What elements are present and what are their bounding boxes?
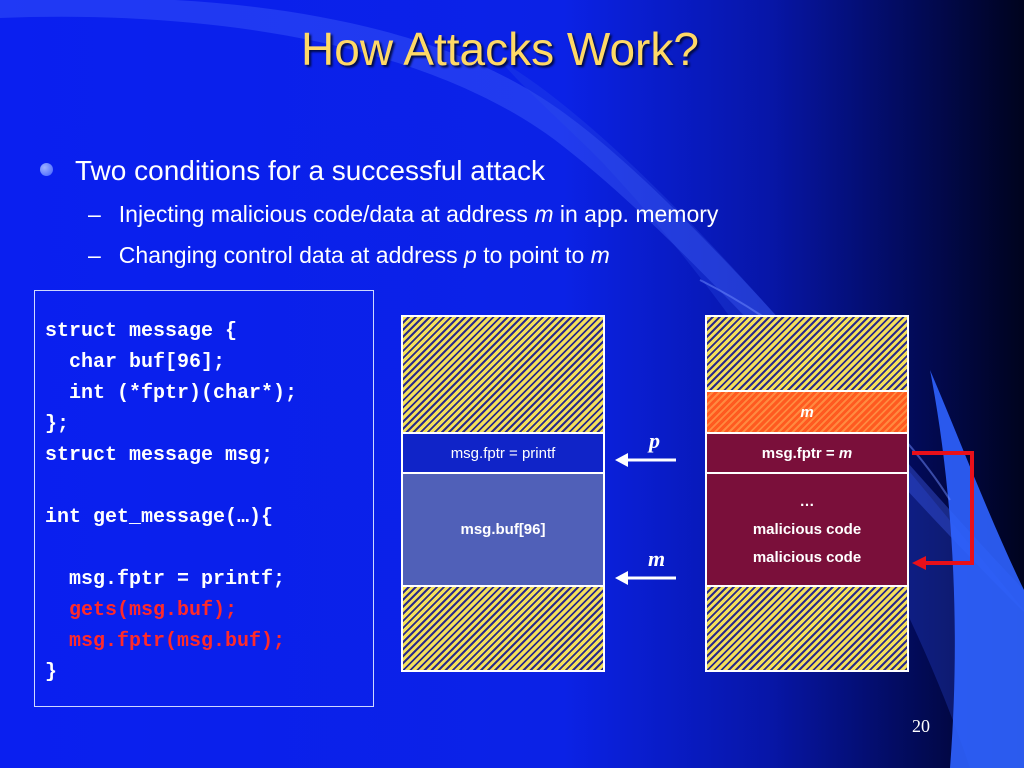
- fptr-cell: msg.fptr = printf: [402, 433, 604, 473]
- code-line: struct message {: [45, 320, 238, 343]
- fptr-overwritten-var: m: [838, 444, 853, 462]
- code-line: [45, 533, 373, 564]
- malicious-code-cell: … malicious code malicious code: [706, 473, 908, 586]
- code-line: int (*fptr)(char*);: [45, 382, 298, 405]
- sub-bullet-1-suffix: in app. memory: [553, 201, 719, 227]
- pointer-p-label: p: [649, 428, 660, 453]
- code-line-highlighted: msg.fptr(msg.buf);: [45, 630, 286, 653]
- sub-bullet-2-mid: to point to: [476, 242, 591, 268]
- main-bullet-text: Two conditions for a successful attack: [75, 155, 545, 186]
- memory-stack-after: m msg.fptr = m … malicious code maliciou…: [705, 315, 909, 672]
- sub-bullet-1: –Injecting malicious code/data at addres…: [88, 201, 718, 228]
- code-line: }: [45, 661, 58, 684]
- pointer-m-label: m: [648, 546, 666, 571]
- injected-m-cell: m: [706, 391, 908, 433]
- page-number: 20: [912, 716, 930, 736]
- sub-bullet-2: –Changing control data at address p to p…: [88, 242, 610, 269]
- pointer-p-arrow-icon: [615, 453, 676, 467]
- redirect-arrow-icon: [912, 451, 974, 570]
- code-listing: struct message { char buf[96]; int (*fpt…: [34, 290, 374, 707]
- sub-bullet-1-var: m: [534, 201, 554, 227]
- code-line: [45, 471, 373, 502]
- dash-icon: –: [88, 201, 101, 227]
- bullet-dot-icon: [40, 163, 53, 177]
- main-bullet: Two conditions for a successful attack: [40, 155, 545, 187]
- sub-bullet-1-prefix: Injecting malicious code/data at address: [118, 201, 535, 227]
- sub-bullet-2-var: p: [464, 242, 477, 268]
- hatched-memory-bottom: [402, 586, 604, 671]
- code-line: msg.fptr = printf;: [45, 568, 286, 591]
- sub-bullet-2-var2: m: [590, 242, 610, 268]
- hatched-memory-bottom: [706, 586, 908, 671]
- hatched-memory-top: [706, 316, 908, 391]
- malicious-line: malicious code: [752, 548, 862, 566]
- code-line: struct message msg;: [45, 444, 274, 467]
- code-line: int get_message(…){: [45, 506, 274, 529]
- code-line-highlighted: gets(msg.buf);: [45, 599, 238, 622]
- hatched-memory-top: [402, 316, 604, 433]
- malicious-line: …: [799, 492, 815, 510]
- pointer-m-arrow-icon: [615, 571, 676, 585]
- malicious-line: malicious code: [752, 520, 862, 538]
- buffer-cell: msg.buf[96]: [402, 473, 604, 586]
- memory-stack-before: msg.fptr = printf msg.buf[96]: [401, 315, 605, 672]
- slide-title: How Attacks Work?: [301, 23, 699, 75]
- sub-bullet-2-prefix: Changing control data at address: [118, 242, 465, 268]
- dash-icon: –: [88, 242, 101, 268]
- fptr-overwritten-prefix: msg.fptr =: [761, 444, 835, 462]
- code-line: };: [45, 413, 70, 436]
- code-line: char buf[96];: [45, 351, 226, 374]
- fptr-overwritten-cell: msg.fptr = m: [706, 433, 908, 473]
